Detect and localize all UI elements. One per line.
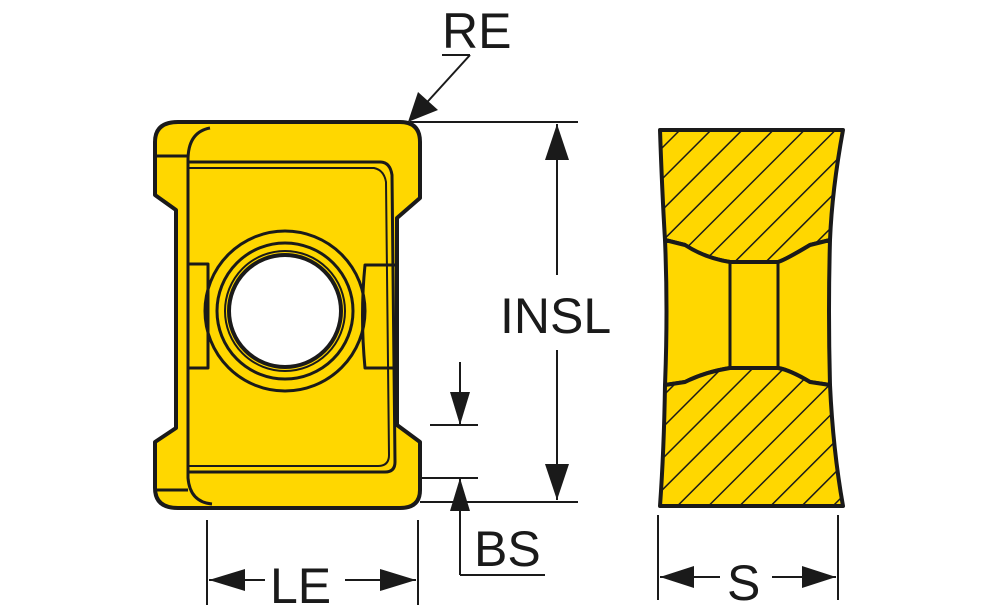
- insert-section-view: [658, 128, 845, 508]
- label-bs: BS: [474, 521, 541, 577]
- dimension-lines: [206, 54, 839, 605]
- label-s: S: [727, 555, 760, 611]
- insert-top-view: [153, 120, 422, 510]
- label-insl: INSL: [500, 288, 611, 344]
- label-re: RE: [442, 3, 511, 59]
- label-le: LE: [270, 558, 331, 611]
